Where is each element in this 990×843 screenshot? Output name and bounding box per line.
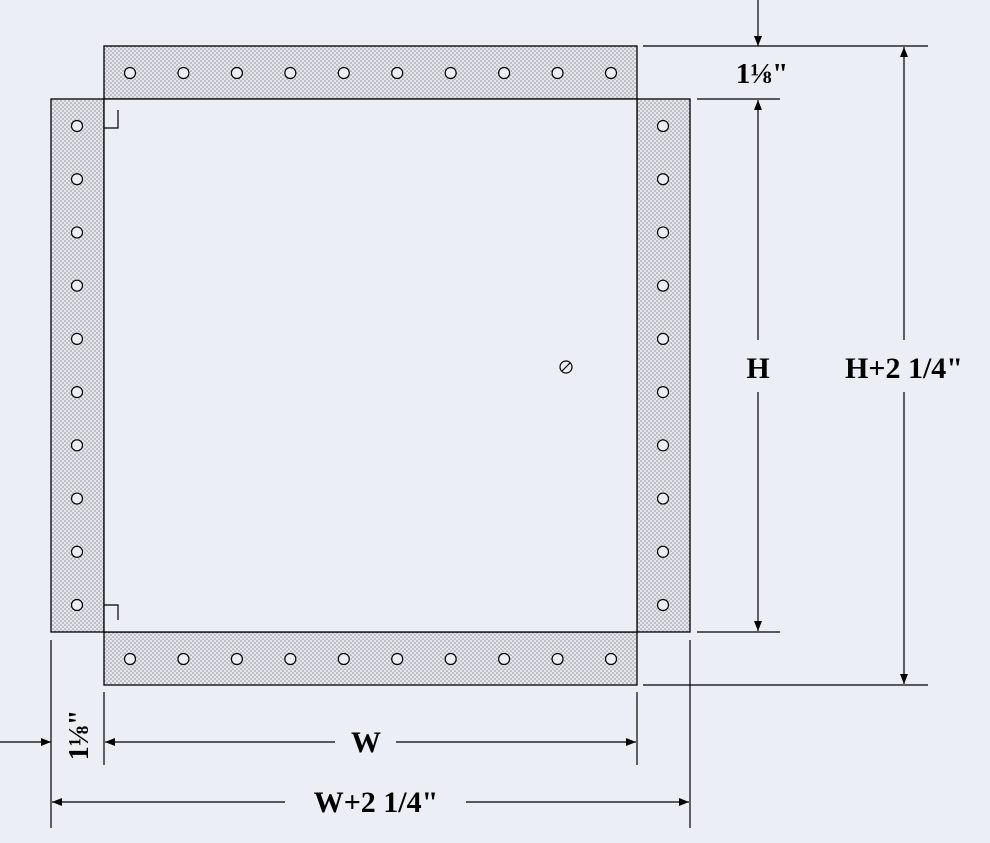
left-flange-hole xyxy=(70,545,84,558)
right-flange-hole xyxy=(656,119,670,133)
left-flange-hole xyxy=(70,332,84,345)
bottom-flange-hole xyxy=(177,652,190,666)
bottom-flange-hole xyxy=(444,652,457,666)
flanges xyxy=(50,45,691,686)
extension-lines xyxy=(50,45,928,828)
height-label: H xyxy=(746,352,769,385)
left-flange-hole xyxy=(70,439,84,452)
top-flange-hole xyxy=(337,66,350,80)
left-flange-hole xyxy=(70,492,84,505)
upper-hinge-mark xyxy=(104,110,119,129)
top-flange xyxy=(103,45,638,100)
top-flange-hole xyxy=(604,66,618,80)
bottom-flange-hole xyxy=(230,652,243,666)
right-flange-hole xyxy=(656,173,670,186)
right-flange-hole xyxy=(656,226,670,239)
width-label: W xyxy=(351,726,381,759)
right-flange-hole xyxy=(656,545,670,558)
right-flange-hole xyxy=(656,332,670,345)
left-flange-hole xyxy=(70,279,84,292)
right-flange xyxy=(636,98,691,633)
right-flange-hole xyxy=(656,492,670,505)
left-flange-hole xyxy=(70,226,84,239)
left-flange-hole xyxy=(70,386,84,399)
bottom-flange-hole xyxy=(604,652,618,666)
bottom-flange-hole xyxy=(391,652,404,666)
bottom-flange-hole xyxy=(498,652,511,666)
overall-height-label: H+2 1/4" xyxy=(845,352,963,385)
top-flange-hole xyxy=(177,66,190,80)
top-flange-hole xyxy=(551,66,564,80)
lower-hinge-mark xyxy=(104,604,119,620)
bottom-flange-hole xyxy=(123,652,137,666)
right-flange-hole xyxy=(656,386,670,399)
flange-holes xyxy=(70,66,670,666)
latch-screw-icon[interactable] xyxy=(559,360,573,374)
door-panel xyxy=(103,98,638,633)
overall-width-label: W+2 1/4" xyxy=(314,786,439,819)
top-flange-width-label: 1⅛" xyxy=(736,58,788,90)
right-flange-hole xyxy=(656,598,670,612)
left-flange-hole xyxy=(70,173,84,186)
bottom-flange-hole xyxy=(337,652,350,666)
top-flange-hole xyxy=(284,66,297,80)
top-flange-hole xyxy=(391,66,404,80)
side-flange-width-label: 1⅛" xyxy=(64,710,95,761)
left-flange-hole xyxy=(70,598,84,612)
left-flange xyxy=(50,98,105,633)
dimension-lines xyxy=(0,0,908,806)
top-flange-hole xyxy=(230,66,243,80)
bottom-flange-hole xyxy=(551,652,564,666)
top-flange-hole xyxy=(444,66,457,80)
bottom-flange-hole xyxy=(284,652,297,666)
left-flange-hole xyxy=(70,119,84,133)
right-flange-hole xyxy=(656,279,670,292)
right-flange-hole xyxy=(656,439,670,452)
top-flange-hole xyxy=(123,66,137,80)
top-flange-hole xyxy=(498,66,511,80)
